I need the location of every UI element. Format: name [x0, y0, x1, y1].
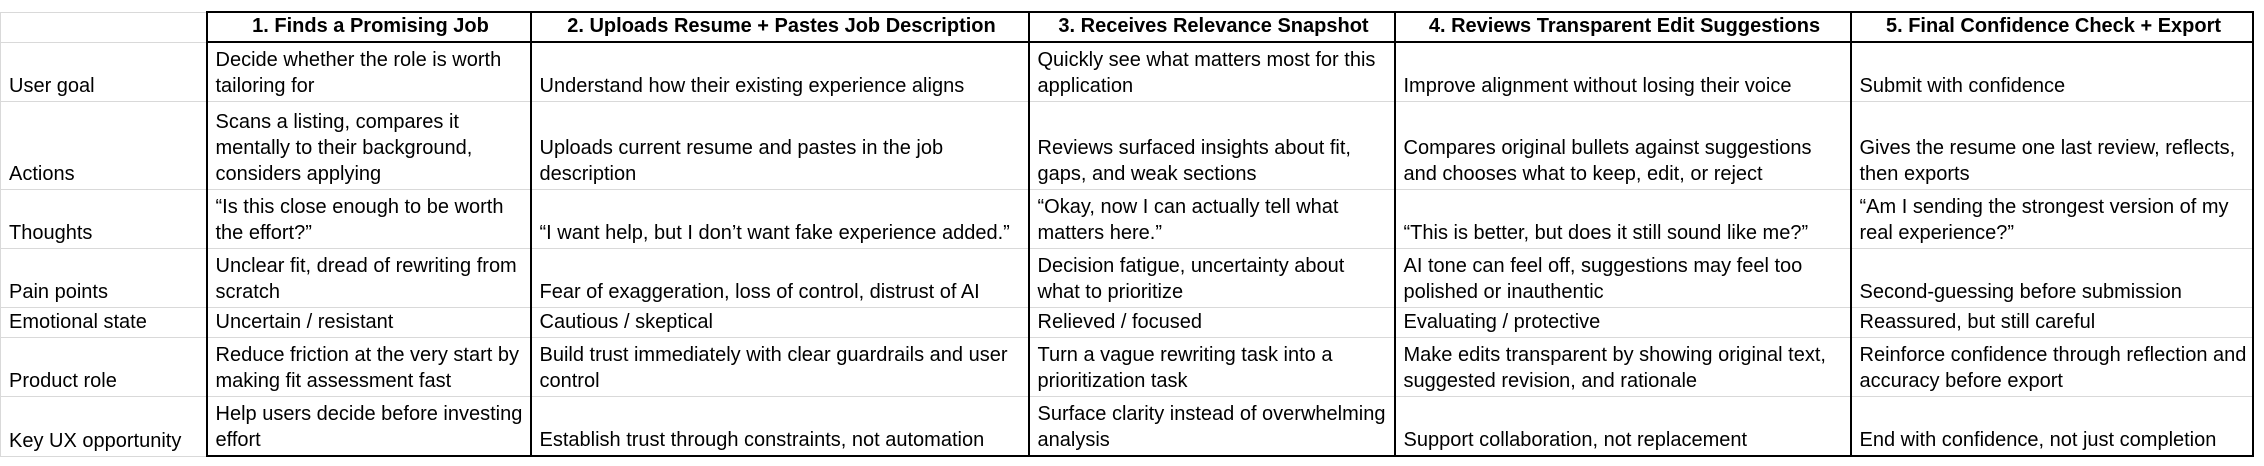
cell-product-role-5[interactable]: Reinforce confidence through reflection … — [1850, 336, 2254, 397]
cell-emotional-state-2[interactable]: Cautious / skeptical — [530, 306, 1030, 338]
row-label-thoughts[interactable]: Thoughts — [0, 188, 208, 249]
cell-product-role-4[interactable]: Make edits transparent by showing origin… — [1394, 336, 1852, 397]
cell-user-goal-4[interactable]: Improve alignment without losing their v… — [1394, 41, 1852, 102]
cell-actions-2[interactable]: Uploads current resume and pastes in the… — [530, 100, 1030, 190]
row-product-role: Product role Reduce friction at the very… — [0, 336, 2254, 397]
cell-emotional-state-4[interactable]: Evaluating / protective — [1394, 306, 1852, 338]
stage-header-1[interactable]: 1. Finds a Promising Job — [205, 11, 532, 43]
cell-key-ux-opportunity-5[interactable]: End with confidence, not just completion — [1850, 395, 2254, 457]
cell-user-goal-3[interactable]: Quickly see what matters most for this a… — [1028, 41, 1396, 102]
row-label-pain-points[interactable]: Pain points — [0, 247, 208, 308]
cell-product-role-3[interactable]: Turn a vague rewriting task into a prior… — [1028, 336, 1396, 397]
row-key-ux-opportunity: Key UX opportunity Help users decide bef… — [0, 395, 2254, 457]
stage-header-4[interactable]: 4. Reviews Transparent Edit Suggestions — [1393, 11, 1852, 43]
row-label-emotional-state[interactable]: Emotional state — [0, 306, 208, 338]
header-corner-cell[interactable] — [0, 11, 208, 43]
cell-key-ux-opportunity-3[interactable]: Surface clarity instead of overwhelming … — [1028, 395, 1396, 457]
journey-map-table: 1. Finds a Promising Job 2. Uploads Resu… — [0, 11, 2254, 457]
cell-pain-points-1[interactable]: Unclear fit, dread of rewriting from scr… — [206, 247, 532, 308]
row-thoughts: Thoughts “Is this close enough to be wor… — [0, 188, 2254, 249]
cell-product-role-2[interactable]: Build trust immediately with clear guard… — [530, 336, 1030, 397]
cell-actions-4[interactable]: Compares original bullets against sugges… — [1394, 100, 1852, 190]
cell-key-ux-opportunity-4[interactable]: Support collaboration, not replacement — [1394, 395, 1852, 457]
cell-pain-points-4[interactable]: AI tone can feel off, suggestions may fe… — [1394, 247, 1852, 308]
cell-user-goal-1[interactable]: Decide whether the role is worth tailori… — [206, 41, 532, 102]
cell-key-ux-opportunity-2[interactable]: Establish trust through constraints, not… — [530, 395, 1030, 457]
cell-pain-points-3[interactable]: Decision fatigue, uncertainty about what… — [1028, 247, 1396, 308]
cell-emotional-state-3[interactable]: Relieved / focused — [1028, 306, 1396, 338]
row-label-user-goal[interactable]: User goal — [0, 41, 208, 102]
cell-actions-1[interactable]: Scans a listing, compares it mentally to… — [206, 100, 532, 190]
cell-thoughts-1[interactable]: “Is this close enough to be worth the ef… — [206, 188, 532, 249]
row-label-actions[interactable]: Actions — [0, 100, 208, 190]
cell-emotional-state-5[interactable]: Reassured, but still careful — [1850, 306, 2254, 338]
row-actions: Actions Scans a listing, compares it men… — [0, 100, 2254, 190]
header-row: 1. Finds a Promising Job 2. Uploads Resu… — [0, 11, 2254, 43]
cell-pain-points-2[interactable]: Fear of exaggeration, loss of control, d… — [530, 247, 1030, 308]
row-pain-points: Pain points Unclear fit, dread of rewrit… — [0, 247, 2254, 308]
stage-header-2[interactable]: 2. Uploads Resume + Pastes Job Descripti… — [529, 11, 1030, 43]
cell-thoughts-4[interactable]: “This is better, but does it still sound… — [1394, 188, 1852, 249]
cell-pain-points-5[interactable]: Second-guessing before submission — [1850, 247, 2254, 308]
cell-thoughts-2[interactable]: “I want help, but I don’t want fake expe… — [530, 188, 1030, 249]
cell-actions-5[interactable]: Gives the resume one last review, reflec… — [1850, 100, 2254, 190]
cell-actions-3[interactable]: Reviews surfaced insights about fit, gap… — [1028, 100, 1396, 190]
cell-user-goal-5[interactable]: Submit with confidence — [1850, 41, 2254, 102]
cell-key-ux-opportunity-1[interactable]: Help users decide before investing effor… — [206, 395, 532, 457]
cell-user-goal-2[interactable]: Understand how their existing experience… — [530, 41, 1030, 102]
cell-thoughts-3[interactable]: “Okay, now I can actually tell what matt… — [1028, 188, 1396, 249]
row-label-product-role[interactable]: Product role — [0, 336, 208, 397]
cell-emotional-state-1[interactable]: Uncertain / resistant — [206, 306, 532, 338]
stage-header-5[interactable]: 5. Final Confidence Check + Export — [1849, 11, 2254, 43]
cell-product-role-1[interactable]: Reduce friction at the very start by mak… — [206, 336, 532, 397]
stage-header-3[interactable]: 3. Receives Relevance Snapshot — [1027, 11, 1396, 43]
cell-thoughts-5[interactable]: “Am I sending the strongest version of m… — [1850, 188, 2254, 249]
row-user-goal: User goal Decide whether the role is wor… — [0, 41, 2254, 102]
row-emotional-state: Emotional state Uncertain / resistant Ca… — [0, 306, 2254, 338]
row-label-key-ux-opportunity[interactable]: Key UX opportunity — [0, 395, 208, 457]
